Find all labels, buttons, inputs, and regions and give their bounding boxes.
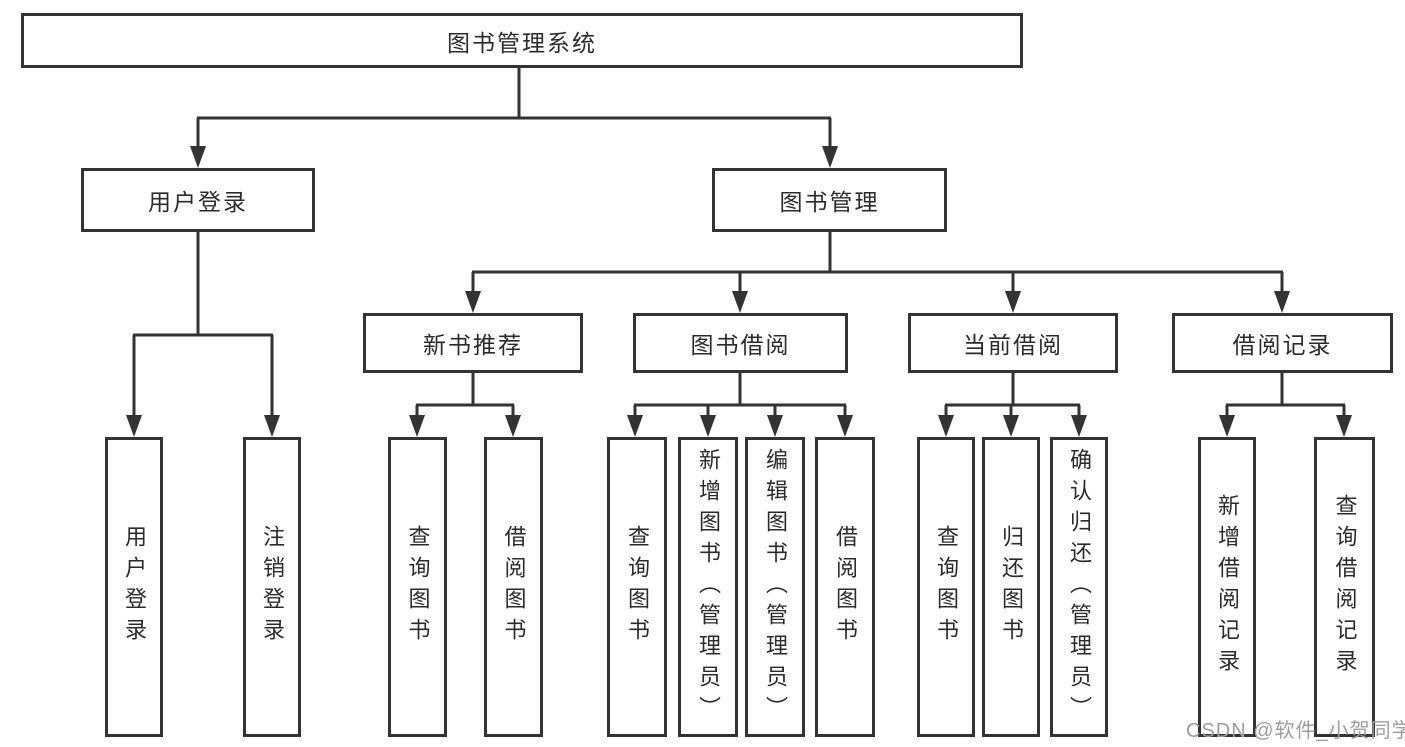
connector-user-login-children bbox=[126, 232, 280, 437]
leaf-current-return-books: 归还图书 bbox=[982, 437, 1040, 737]
leaf-records-add-record-label: 新增借阅记录 bbox=[1215, 494, 1240, 680]
connector-book-management-children bbox=[465, 232, 1290, 313]
leaf-records-query-record: 查询借阅记录 bbox=[1314, 437, 1375, 737]
node-root-system: 图书管理系统 bbox=[21, 13, 1023, 68]
leaf-current-confirm-return-admin-label: 确认归还（管理员） bbox=[1067, 447, 1092, 727]
leaf-borrow-query-books-label: 查询图书 bbox=[625, 525, 650, 649]
node-current-borrow-label: 当前借阅 bbox=[963, 332, 1063, 358]
node-root-system-label: 图书管理系统 bbox=[447, 29, 597, 56]
leaf-recommend-query-books-label: 查询图书 bbox=[405, 525, 431, 649]
connector-borrow-records-children bbox=[1219, 373, 1352, 437]
node-borrow-records: 借阅记录 bbox=[1172, 313, 1393, 373]
leaf-logout-label: 注销登录 bbox=[260, 525, 285, 649]
node-book-management: 图书管理 bbox=[712, 168, 947, 232]
node-book-borrow: 图书借阅 bbox=[633, 313, 848, 373]
leaf-borrow-add-books-admin: 新增图书（管理员） bbox=[678, 437, 738, 737]
node-user-login: 用户登录 bbox=[81, 168, 315, 232]
node-book-management-label: 图书管理 bbox=[779, 189, 880, 215]
leaf-borrow-add-books-admin-label: 新增图书（管理员） bbox=[696, 447, 721, 727]
node-borrow-records-label: 借阅记录 bbox=[1232, 332, 1333, 358]
node-new-book-recommend-label: 新书推荐 bbox=[423, 332, 523, 358]
leaf-current-return-books-label: 归还图书 bbox=[999, 525, 1024, 649]
leaf-recommend-borrow-books-label: 借阅图书 bbox=[501, 525, 527, 649]
connector-root-to-level2 bbox=[190, 68, 838, 168]
leaf-current-query-books-label: 查询图书 bbox=[934, 525, 959, 649]
leaf-borrow-borrow-books-label: 借阅图书 bbox=[833, 525, 858, 649]
node-user-login-label: 用户登录 bbox=[148, 189, 248, 215]
leaf-recommend-borrow-books: 借阅图书 bbox=[484, 437, 543, 737]
node-current-borrow: 当前借阅 bbox=[908, 313, 1118, 373]
leaf-records-add-record: 新增借阅记录 bbox=[1198, 437, 1256, 737]
leaf-borrow-borrow-books: 借阅图书 bbox=[815, 437, 875, 737]
leaf-current-query-books: 查询图书 bbox=[917, 437, 975, 737]
leaf-borrow-edit-books-admin: 编辑图书（管理员） bbox=[745, 437, 805, 737]
connector-current-borrow-children bbox=[938, 373, 1087, 437]
leaf-user-login-label: 用户登录 bbox=[122, 525, 147, 649]
leaf-borrow-edit-books-admin-label: 编辑图书（管理员） bbox=[763, 447, 788, 727]
leaf-borrow-query-books: 查询图书 bbox=[607, 437, 667, 737]
leaf-records-query-record-label: 查询借阅记录 bbox=[1332, 494, 1358, 680]
watermark-text: CSDN @软件_小贺同学 bbox=[1186, 720, 1405, 742]
connector-new-book-recommend-children bbox=[409, 373, 521, 437]
leaf-user-login: 用户登录 bbox=[105, 437, 163, 737]
node-book-borrow-label: 图书借阅 bbox=[690, 332, 791, 358]
leaf-current-confirm-return-admin: 确认归还（管理员） bbox=[1050, 437, 1108, 737]
connector-book-borrow-children bbox=[627, 373, 853, 437]
leaf-recommend-query-books: 查询图书 bbox=[388, 437, 447, 737]
leaf-logout: 注销登录 bbox=[243, 437, 301, 737]
node-new-book-recommend: 新书推荐 bbox=[363, 313, 583, 373]
